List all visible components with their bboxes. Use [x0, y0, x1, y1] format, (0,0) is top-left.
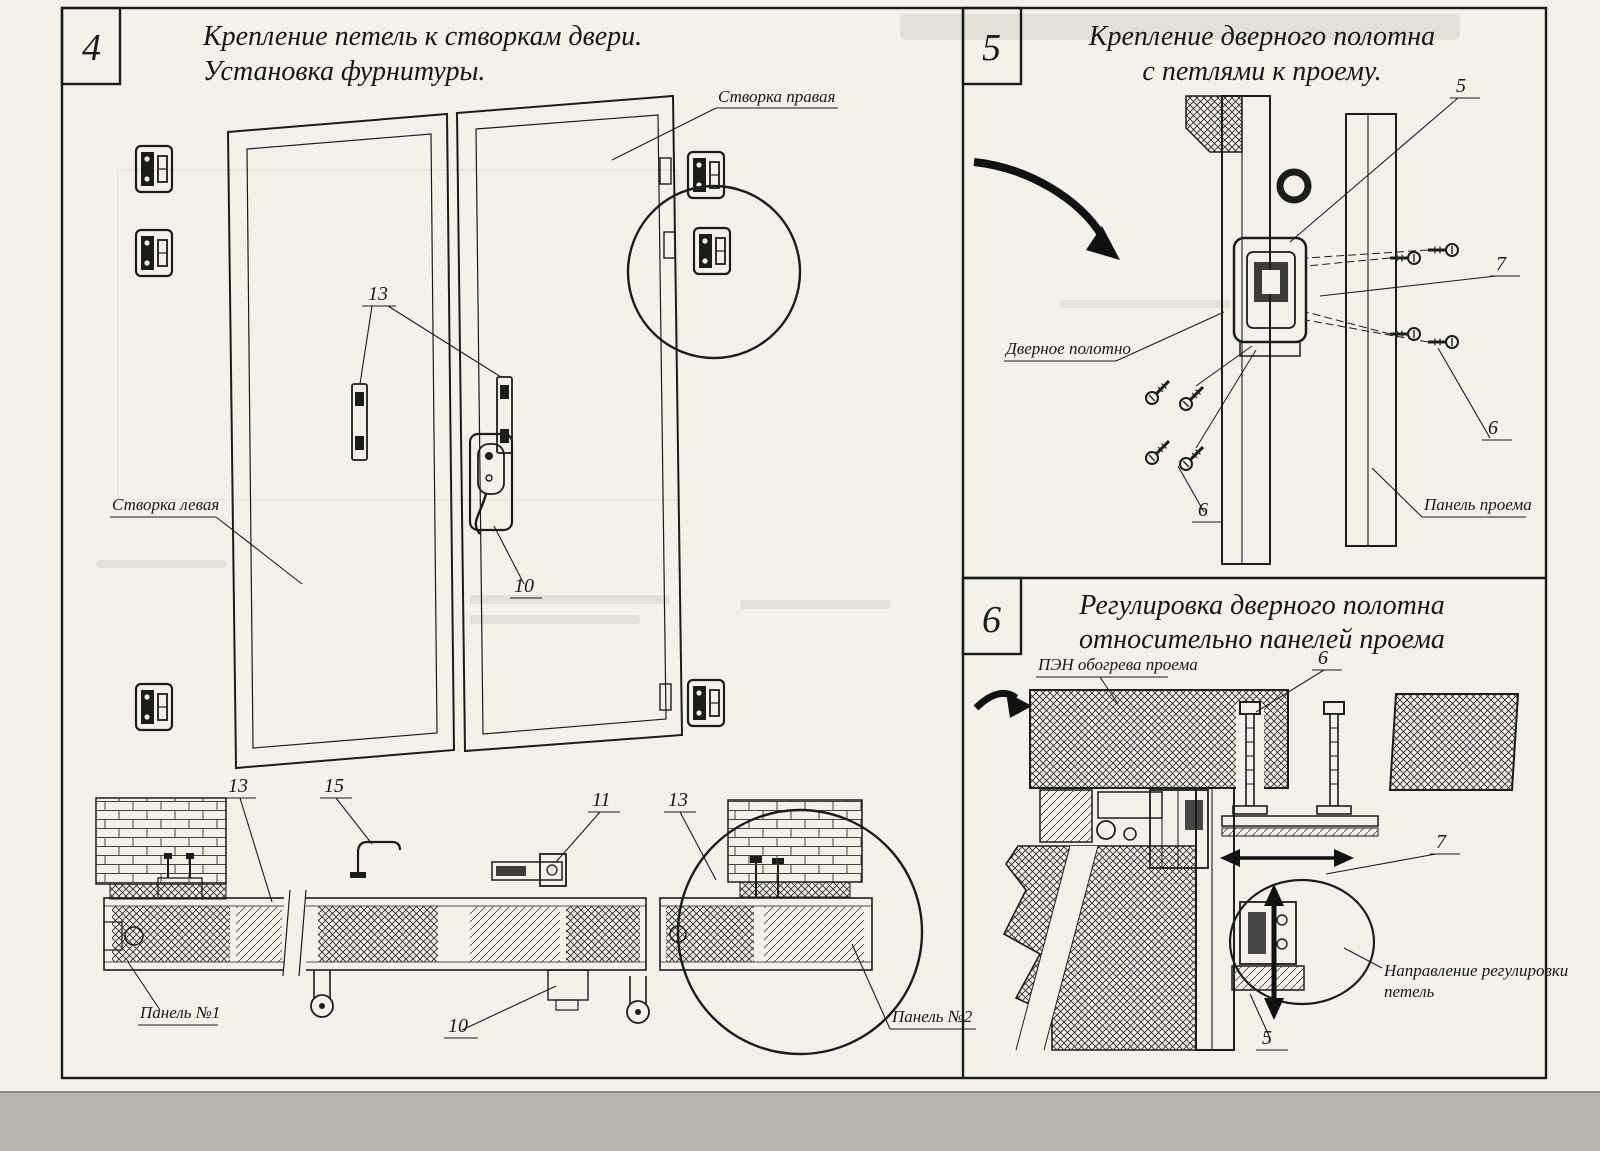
- svg-text:Панель №1: Панель №1: [139, 1003, 220, 1022]
- hinge-plate-left: [351, 383, 368, 461]
- brick-wall-left: [95, 797, 227, 885]
- panel6-title-line2: относительно панелей проема: [1079, 624, 1445, 655]
- callout-13-hinge-plates: 13: [359, 283, 502, 385]
- svg-text:7: 7: [1436, 831, 1447, 853]
- panel4-number: 4: [82, 27, 101, 69]
- sill-hatch-left: [109, 883, 227, 900]
- panel5-title-line2: с петлями к проему.: [1142, 56, 1381, 87]
- svg-text:Створка правая: Створка правая: [718, 87, 836, 106]
- svg-text:6: 6: [1488, 417, 1498, 439]
- section-hatch: [236, 906, 282, 962]
- break-line: [1043, 845, 1099, 1051]
- sheet-frame: [60, 6, 1548, 1080]
- door-leaves: [226, 94, 684, 770]
- horizontal-adjust-arrow: [1220, 849, 1354, 867]
- detail-arrow: [973, 689, 1032, 718]
- svg-text:11: 11: [592, 789, 611, 811]
- panel5-title-line1: Крепление дверного полотна: [1088, 21, 1435, 52]
- svg-text:петель: петель: [1384, 982, 1435, 1001]
- svg-text:Направление регулировки: Направление регулировки: [1383, 961, 1568, 980]
- break-line: [1015, 845, 1071, 1051]
- opening-block: [1388, 693, 1520, 791]
- leader-line: [1195, 345, 1253, 387]
- label-panel-1: Панель №1: [127, 961, 220, 1026]
- callout-5-hinge: 5: [1289, 75, 1480, 243]
- svg-text:10: 10: [514, 575, 534, 597]
- svg-text:Панель проема: Панель проема: [1423, 495, 1532, 514]
- label-door-leaf: Дверное полотно: [1004, 311, 1225, 362]
- svg-text:13: 13: [368, 283, 388, 305]
- panel6-title-line1: Регулировка дверного полотна: [1078, 590, 1444, 621]
- door-viewer-ring: [1276, 168, 1312, 204]
- hinge-leaf-plate: [1221, 827, 1379, 837]
- opening-panel: [1345, 113, 1397, 547]
- label-right-leaf: Створка правая: [611, 87, 838, 161]
- section-lock-body: [547, 969, 589, 1011]
- svg-text:5: 5: [1262, 1027, 1272, 1049]
- svg-text:Створка левая: Створка левая: [112, 495, 219, 514]
- callout-10-handle: 10: [493, 525, 542, 599]
- callout-15-bracket: 15: [320, 775, 373, 845]
- section-hatch: [470, 906, 560, 962]
- detail-circle-section: [676, 808, 924, 1056]
- panel6: 6 Регулировка дверного полотна относител…: [973, 590, 1568, 1051]
- detail-circle-hinges: [626, 184, 802, 360]
- hinge-assembly: [1232, 236, 1308, 357]
- brick-wall-right: [727, 799, 863, 883]
- section-hatch: [566, 906, 640, 962]
- label-adjust-direction: Направление регулировки петель: [1343, 947, 1568, 1001]
- panel6-number-box: [961, 576, 1023, 656]
- panel4-number-box: [60, 6, 122, 86]
- callout-6-right-screws: 6: [1437, 347, 1512, 441]
- panel4-title-line1: Крепление петель к створкам двери.: [202, 21, 642, 52]
- alignment-lines: [1305, 249, 1429, 343]
- callout-13-section-left: 13: [224, 775, 273, 903]
- label-panel-2: Панель №2: [851, 943, 976, 1030]
- panel4: 4 Крепление петель к створкам двери. Уст…: [82, 21, 976, 1056]
- svg-text:7: 7: [1496, 253, 1507, 275]
- leader-line: [1195, 349, 1257, 449]
- panel4-title-line2: Установка фурнитуры.: [203, 56, 485, 87]
- svg-text:ПЭН обогрева проема: ПЭН обогрева проема: [1037, 655, 1198, 674]
- detail-arrow: [973, 158, 1120, 260]
- svg-text:10: 10: [448, 1015, 468, 1037]
- callout-6-bolt: 6: [1255, 647, 1342, 713]
- section-hatch: [318, 906, 438, 962]
- svg-text:6: 6: [1318, 647, 1328, 669]
- door-leaf-edge: [1185, 95, 1312, 565]
- section-bracket: [350, 840, 402, 878]
- sill-hatch-right: [739, 881, 851, 898]
- hinge-leaf-plate: [1221, 815, 1379, 827]
- panel6-number: 6: [982, 599, 1001, 641]
- svg-text:Панель №2: Панель №2: [891, 1007, 973, 1026]
- vertical-adjust-arrow: [1264, 884, 1284, 1020]
- detail-loop: [1228, 878, 1376, 1006]
- callout-10-lock-body: 10: [444, 985, 557, 1039]
- wall-break-band: [1016, 846, 1098, 1050]
- callout-5-bottom-hinge: 5: [1249, 993, 1288, 1051]
- callout-11-latch: 11: [555, 789, 620, 863]
- panel5-number: 5: [982, 27, 1001, 69]
- panel5: 5 Крепление дверного полотна с петлями к…: [973, 21, 1532, 565]
- section-hatch: [112, 906, 230, 962]
- section-latch: [491, 853, 567, 887]
- callout-13-section-right: 13: [664, 789, 717, 881]
- door-handle: [468, 432, 514, 535]
- svg-text:15: 15: [324, 775, 344, 797]
- floor-section: [95, 797, 924, 1056]
- callout-6-left-screws: 6: [1177, 465, 1222, 523]
- svg-text:13: 13: [228, 775, 248, 797]
- panel5-number-box: [961, 6, 1023, 86]
- svg-text:13: 13: [668, 789, 688, 811]
- callout-7-adjuster: 7: [1325, 831, 1460, 875]
- callout-7-plate: 7: [1319, 253, 1520, 297]
- label-opening-panel: Панель проема: [1371, 467, 1532, 518]
- label-left-leaf: Створка левая: [110, 495, 303, 585]
- svg-text:5: 5: [1456, 75, 1466, 97]
- ghost-artifacts: [96, 14, 1460, 624]
- section-hinge-left: [157, 853, 203, 899]
- svg-text:Дверное полотно: Дверное полотно: [1004, 339, 1131, 358]
- section-hatch: [764, 906, 864, 962]
